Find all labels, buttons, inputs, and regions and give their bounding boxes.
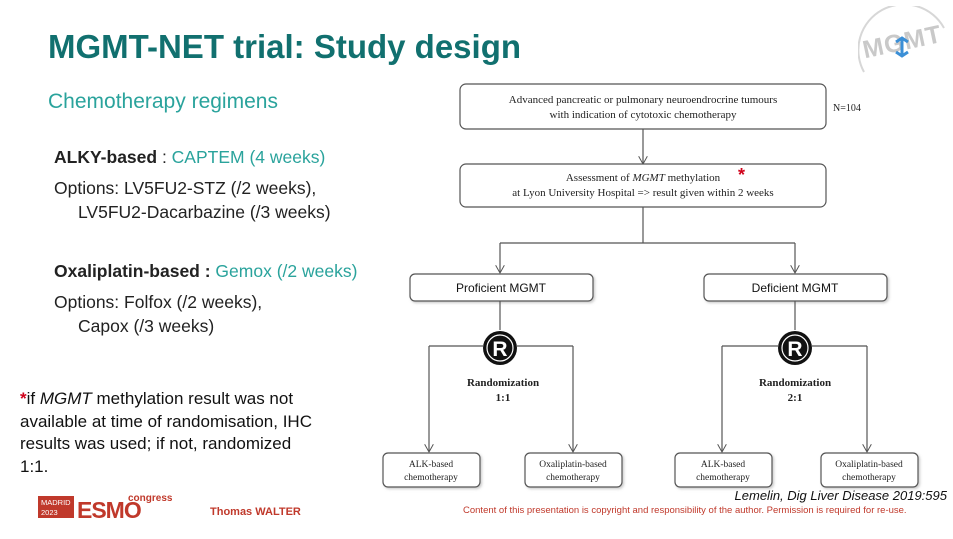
- copyright-notice: Content of this presentation is copyrigh…: [463, 505, 907, 516]
- mgmt-brand-logo: MGMT: [858, 6, 945, 73]
- presenter-name: Thomas WALTER: [210, 506, 301, 518]
- alky-options-line2: LV5FU2-Dacarbazine (/3 weeks): [78, 202, 331, 222]
- randomization-symbol-left: R: [492, 338, 507, 361]
- left-oxali-box: [524, 452, 623, 488]
- oxali-options-line1: Options: Folfox (/2 weeks),: [54, 292, 263, 312]
- assessment-suffix: methylation: [665, 172, 721, 184]
- right-oxali-line1: Oxaliplatin-based: [835, 460, 903, 470]
- footnote-gene: MGMT: [39, 389, 92, 408]
- sample-size-label: N=104: [833, 103, 861, 114]
- alky-regimen-line: ALKY-based : CAPTEM (4 weeks): [54, 146, 325, 169]
- population-line1: Advanced pancreatic or pulmonary neuroen…: [509, 94, 777, 106]
- right-oxali-line2: chemotherapy: [842, 473, 896, 483]
- randomization-icon-left-ring: [486, 334, 514, 362]
- right-oxali-box: [820, 452, 919, 488]
- slide-title: MGMT-NET trial: Study design: [48, 28, 522, 65]
- left-alk-box: [382, 452, 481, 488]
- assessment-line2: at Lyon University Hospital => result gi…: [512, 187, 773, 199]
- right-alk-line2: chemotherapy: [696, 473, 750, 483]
- congress-year: 2023: [41, 508, 58, 517]
- footnote: *if MGMT methylation result was not avai…: [20, 388, 320, 478]
- assessment-gene: MGMT: [631, 172, 665, 184]
- congress-city: MADRID: [41, 498, 71, 507]
- logo-arc: [858, 6, 945, 73]
- oxali-main-regimen: Gemox (/2 weeks): [210, 261, 358, 281]
- congress-badge: [38, 496, 74, 518]
- reference-citation: Lemelin, Dig Liver Disease 2019:595: [734, 488, 947, 503]
- proficient-label: Proficient MGMT: [456, 281, 547, 295]
- randomization-icon-right: [778, 331, 812, 365]
- alky-main-regimen: CAPTEM (4 weeks): [171, 147, 326, 167]
- congress-brand: ESMO: [77, 497, 141, 522]
- randomization-label-right: Randomization: [759, 377, 831, 389]
- footnote-text: methylation result was not available at …: [20, 389, 312, 476]
- alky-separator: :: [157, 147, 172, 167]
- population-line2: with indication of cytotoxic chemotherap…: [550, 109, 737, 121]
- footnote-star: *: [20, 389, 27, 408]
- left-alk-line1: ALK-based: [409, 460, 454, 470]
- randomization-icon-right-ring: [781, 334, 809, 362]
- ratio-right: 2:1: [788, 392, 803, 404]
- footnote-prefix: if: [26, 389, 40, 408]
- congress-word: congress: [128, 493, 173, 504]
- assessment-line1: Assessment of MGMT methylation: [566, 172, 721, 184]
- left-oxali-line2: chemotherapy: [546, 473, 600, 483]
- right-alk-box: [674, 452, 773, 488]
- randomization-symbol-right: R: [787, 338, 802, 361]
- slide-subtitle: Chemotherapy regimens: [48, 90, 278, 113]
- oxali-regimen-line: Oxaliplatin-based : Gemox (/2 weeks): [54, 260, 357, 283]
- dna-icon: [895, 36, 909, 58]
- left-alk-line2: chemotherapy: [404, 473, 458, 483]
- assessment-prefix: Assessment of: [566, 172, 633, 184]
- right-alk-line1: ALK-based: [701, 460, 746, 470]
- oxali-options-line2: Capox (/3 weeks): [78, 316, 215, 336]
- randomization-icon-left: [483, 331, 517, 365]
- study-flow-diagram: Advanced pancreatic or pulmonary neuroen…: [382, 83, 919, 488]
- population-box: [459, 83, 827, 130]
- assessment-box: [459, 163, 827, 208]
- ratio-left: 1:1: [496, 392, 511, 404]
- alky-regimen-name: ALKY-based: [54, 147, 158, 167]
- left-oxali-line1: Oxaliplatin-based: [539, 460, 607, 470]
- esmo-congress-logo: MADRID 2023 ESMO congress: [38, 493, 173, 522]
- proficient-box: [409, 273, 594, 302]
- oxali-regimen-name: Oxaliplatin-based :: [54, 261, 211, 281]
- alky-options-line1: Options: LV5FU2-STZ (/2 weeks),: [54, 178, 317, 198]
- deficient-label: Deficient MGMT: [752, 281, 839, 295]
- assessment-star: *: [738, 165, 745, 185]
- randomization-label-left: Randomization: [467, 377, 539, 389]
